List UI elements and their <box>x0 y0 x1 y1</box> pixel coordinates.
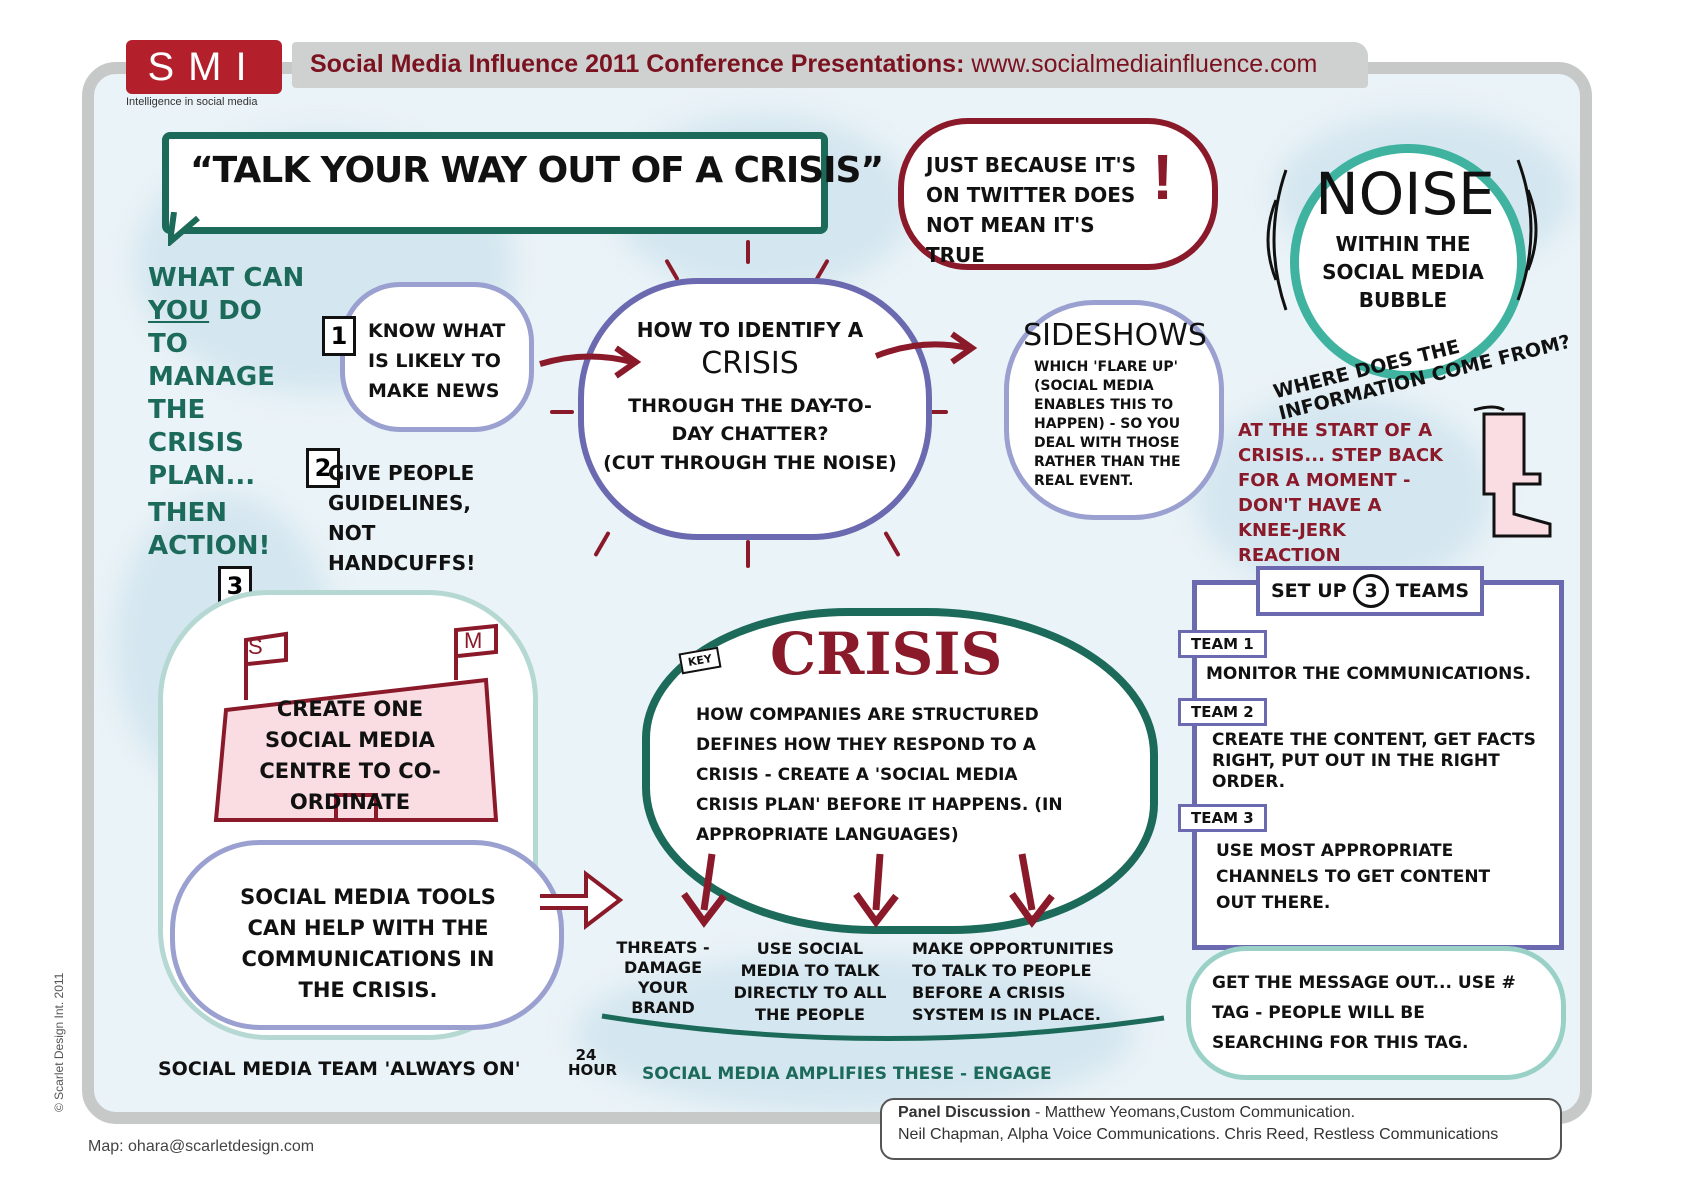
question-line-1: What can <box>148 263 305 293</box>
step-2-number: 2 <box>306 448 340 488</box>
identify-line-3: through the day-to-day chatter? <box>628 395 872 445</box>
ray-mark <box>746 540 750 568</box>
flag-m-label: M <box>464 628 483 653</box>
team-1-text: Monitor the communications. <box>1206 664 1532 684</box>
know-news-cloud <box>340 282 534 432</box>
noise-title: Noise <box>1315 160 1495 228</box>
noise-subtitle: within the social media bubble <box>1322 232 1484 312</box>
ray-mark <box>883 530 901 558</box>
crisis-title: Crisis <box>770 620 1003 688</box>
exclamation-icon: ! <box>1152 141 1174 213</box>
page-title-bold: Social Media Influence 2011 Conference P… <box>310 50 965 78</box>
identify-rays <box>550 240 948 570</box>
step-1-number: 1 <box>322 316 356 356</box>
panel-speaker-1: - Matthew Yeomans,Custom Communication. <box>1030 1104 1356 1121</box>
ray-mark <box>593 530 611 558</box>
header-banner <box>292 42 1368 88</box>
question-line-2: you <box>148 296 210 326</box>
get-message-text: Get the message out... use # tag - peopl… <box>1212 973 1516 1053</box>
arrow-right-icon <box>539 345 642 379</box>
main-title: “Talk your way out of a crisis” <box>190 150 884 191</box>
social-centre-text: Create one social media centre to co-ord… <box>259 697 441 814</box>
arrow-down-icon <box>853 853 899 928</box>
website-link[interactable]: www.socialmediainfluence.com <box>971 50 1318 78</box>
team-2-label: Team 2 <box>1178 698 1267 726</box>
step-2-text: Give people guidelines, not handcuffs! <box>328 461 476 575</box>
identify-crisis-cloud <box>578 278 932 540</box>
arrow-right-icon <box>874 331 978 365</box>
ray-mark <box>746 240 750 264</box>
get-message-cloud <box>1186 946 1566 1080</box>
title-speech-bubble <box>162 132 828 234</box>
vibration-lines-icon <box>1516 159 1538 301</box>
team-2-text: Create the content, get facts right, put… <box>1212 730 1536 792</box>
always-on-text: Social media team 'always on' <box>158 1058 521 1080</box>
threats-text: Threats - damage your brand <box>616 938 710 1017</box>
question-line-3: do to manage the crisis plan... <box>148 296 275 491</box>
panel-line-2: Neil Chapman, Alpha Voice Communications… <box>898 1126 1499 1143</box>
tools-text: Social media tools can help with the com… <box>240 885 496 1002</box>
headquarters-building-icon <box>213 623 499 822</box>
panel-discussion-box <box>880 1098 1562 1160</box>
team-3-label: Team 3 <box>1178 804 1267 832</box>
map-credit: Map: ohara@scarletdesign.com <box>88 1138 315 1155</box>
identify-line-2: crisis <box>701 346 799 381</box>
panel-line-1: Panel Discussion - Matthew Yeomans,Custo… <box>898 1104 1355 1122</box>
noise-circle <box>1290 144 1526 380</box>
vibration-lines-icon <box>1266 169 1288 311</box>
flag-s-label: S <box>248 634 263 659</box>
crisis-text: How companies are structured defines how… <box>696 705 1063 845</box>
logo-tagline: Intelligence in social media <box>126 96 258 108</box>
page-title: Social Media Influence 2011 Conference P… <box>310 50 1317 79</box>
question-line-4: then action! <box>148 498 271 561</box>
ray-mark <box>664 258 680 282</box>
twitter-note: Just because it's on Twitter does not me… <box>926 153 1137 267</box>
teams-heading-pre: Set up <box>1270 580 1347 602</box>
copyright-credit: © Scarlet Design Int. 2011 <box>52 972 66 1112</box>
twitter-note-cloud <box>898 118 1218 270</box>
arrow-down-icon <box>681 853 727 928</box>
panel-label: Panel Discussion <box>898 1104 1031 1121</box>
always-on-hours: 24 hour <box>568 1046 618 1079</box>
sideshows-cloud <box>1004 300 1224 520</box>
use-social-text: Use social media to talk directly to all… <box>733 939 887 1024</box>
opportunities-text: Make opportunities to talk to people bef… <box>912 939 1115 1024</box>
identify-line-4: (cut through the noise) <box>603 452 897 474</box>
teams-heading-post: Teams <box>1395 580 1470 602</box>
amplifies-text: Social media amplifies these - engage <box>642 1064 1052 1084</box>
background-texture <box>1194 394 1494 594</box>
sideshows-title: Sideshows <box>1023 318 1207 353</box>
arrow-right-icon <box>540 869 624 931</box>
step-1-text: Know what is likely to make news <box>368 320 506 402</box>
knee-jerk-note: At the start of a crisis... step back fo… <box>1238 420 1443 566</box>
crisis-burst <box>642 608 1158 934</box>
team-3-text: Use most appropriate channels to get con… <box>1216 841 1491 913</box>
amplify-bracket <box>601 1013 1165 1041</box>
teams-heading: Set up 3 Teams <box>1256 566 1484 616</box>
team-1-label: Team 1 <box>1178 630 1267 658</box>
tools-cloud <box>170 840 564 1030</box>
management-question: What can you do to manage the crisis pla… <box>148 262 308 563</box>
leg-kick-icon <box>1473 405 1552 538</box>
speech-tail-icon <box>168 212 200 246</box>
ray-mark <box>550 410 574 414</box>
identify-line-1: How to identify a <box>636 318 864 342</box>
sideshows-text: which 'flare up' (social media enables t… <box>1034 359 1181 489</box>
arrow-down-icon <box>1009 853 1055 928</box>
smi-logo: SMI <box>126 40 282 94</box>
teams-heading-num: 3 <box>1353 574 1390 608</box>
